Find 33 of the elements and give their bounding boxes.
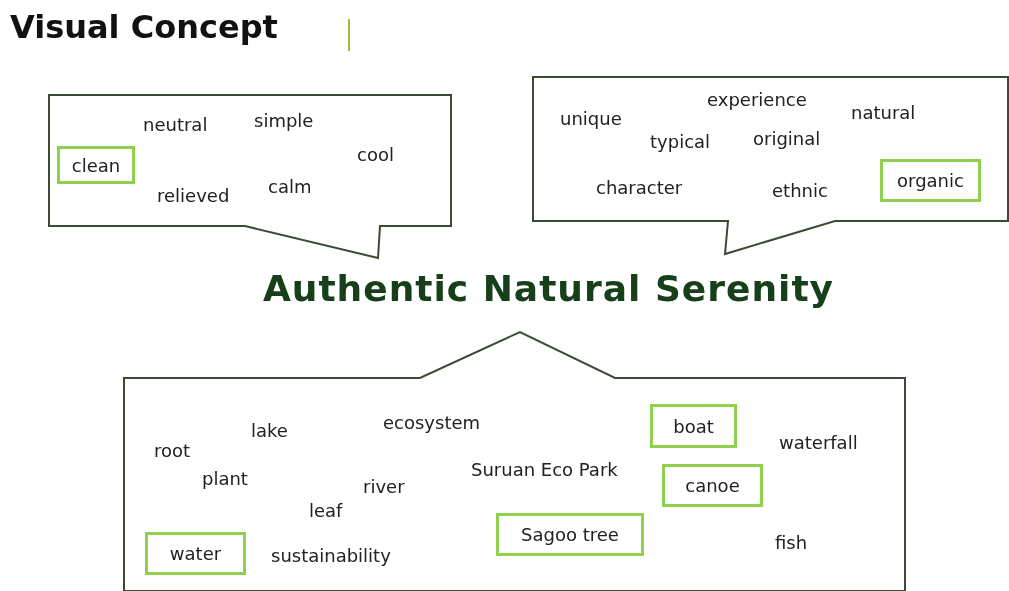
highlighted-keyword: clean [57, 146, 135, 184]
central-phrase: Authentic Natural Serenity [261, 268, 836, 309]
title: Visual Concept [10, 8, 278, 46]
keyword: leaf [309, 500, 343, 522]
highlighted-keyword: canoe [662, 464, 763, 507]
keyword: ethnic [772, 180, 828, 202]
keyword: fish [775, 532, 808, 554]
keyword: Suruan Eco Park [471, 459, 618, 481]
keyword: relieved [157, 185, 230, 207]
speech-bubble [48, 94, 452, 260]
highlighted-keyword: organic [880, 159, 981, 202]
keyword: calm [268, 176, 312, 198]
speech-bubble [123, 330, 906, 591]
keyword: neutral [143, 114, 208, 136]
highlighted-keyword: Sagoo tree [496, 513, 644, 556]
keyword: ecosystem [383, 412, 481, 434]
keyword: root [154, 440, 191, 462]
keyword: experience [707, 89, 807, 111]
keyword: typical [650, 131, 711, 153]
keyword: natural [851, 102, 916, 124]
keyword: original [753, 128, 821, 150]
keyword: river [363, 476, 405, 498]
speech-bubble [532, 76, 1009, 256]
keyword: plant [202, 468, 248, 490]
keyword: sustainability [271, 545, 391, 567]
keyword: lake [251, 420, 288, 442]
keyword: cool [357, 144, 394, 166]
keyword: character [596, 177, 683, 199]
keyword: simple [254, 110, 314, 132]
keyword: unique [560, 108, 622, 130]
keyword: waterfall [779, 432, 858, 454]
highlighted-keyword: water [145, 532, 246, 575]
highlighted-keyword: boat [650, 404, 737, 448]
